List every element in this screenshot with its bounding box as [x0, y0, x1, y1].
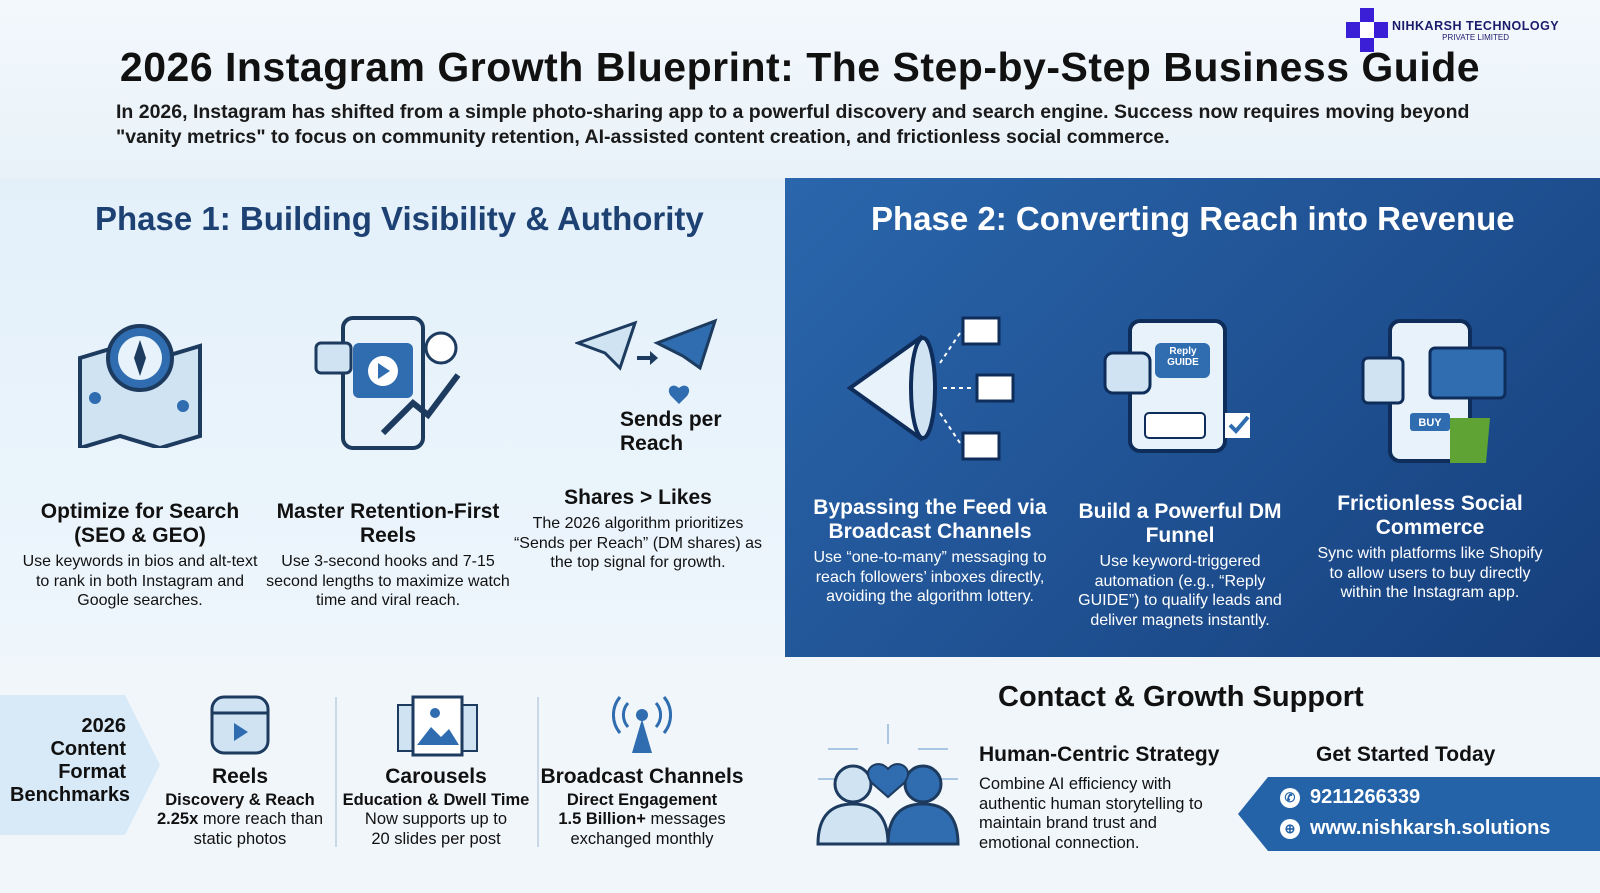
benchmark-text: 1.5 Billion+ messages exchanged monthly [532, 810, 752, 849]
divider [537, 697, 539, 847]
divider [335, 697, 337, 847]
phase1-item: Optimize for Search (SEO & GEO) Use keywo… [15, 500, 265, 611]
benchmark-desc: more reach than static photos [193, 810, 324, 848]
benchmark-text: Now supports up to 20 slides per post [364, 810, 508, 848]
benchmark-stat: 1.5 Billion+ [558, 810, 646, 828]
benchmark-title: Reels [211, 765, 269, 788]
phase2-title: Phase 2: Converting Reach into Revenue [871, 200, 1515, 237]
benchmark-text: 2.25x more reach than static photos [140, 810, 340, 849]
logo-name: NIHKARSH TECHNOLOGY [1392, 18, 1560, 33]
logo-mark-icon [1346, 8, 1388, 52]
item-title: Frictionless Social Commerce [1337, 492, 1523, 539]
contact-title: Contact & Growth Support [998, 681, 1364, 713]
item-text: Use “one-to-many” messaging to reach fol… [813, 549, 1047, 605]
map-compass-icon [78, 324, 202, 448]
benchmarks-tag [0, 695, 160, 835]
phase1-panel: Phase 1: Building Visibility & Authority… [0, 178, 785, 657]
phone-number[interactable]: 9211266339 [1310, 786, 1421, 808]
phase2-panel: Phase 2: Converting Reach into Revenue R… [785, 178, 1600, 657]
item-text: Use 3-second hooks and 7-15 second lengt… [266, 553, 510, 609]
benchmark-sub: Direct Engagement [566, 791, 718, 809]
phase1-title: Phase 1: Building Visibility & Authority [95, 200, 704, 237]
reels-icon [210, 695, 270, 755]
phone-icon: ✆ [1280, 787, 1300, 808]
item-title: Master Retention-First Reels [276, 500, 500, 547]
carousel-icon [397, 695, 478, 757]
item-text: Use keyword-triggered automation (e.g., … [1078, 553, 1282, 629]
item-text: The 2026 algorithm prioritizes “Sends pe… [513, 515, 763, 571]
megaphone-envelopes-icon [846, 316, 1015, 461]
human-centric-text: Combine AI efficiency with authentic hum… [979, 775, 1203, 852]
item-title: Optimize for Search (SEO & GEO) [40, 500, 240, 547]
benchmark-sub: Discovery & Reach [165, 791, 315, 809]
chatbot-phone-icon [1103, 319, 1250, 453]
benchmark-title: Carousels [385, 765, 487, 788]
phone-reels-growth-icon [314, 316, 461, 450]
item-title: Shares > Likes [564, 486, 712, 509]
benchmark-sub: Education & Dwell Time [342, 791, 530, 809]
benchmarks-label: 2026 Content Format Benchmarks [10, 715, 131, 806]
item-text: Use keywords in bios and alt-text to ran… [22, 553, 258, 609]
website-url[interactable]: www.nishkarsh.solutions [1310, 817, 1551, 839]
paper-planes-icon [575, 318, 718, 404]
contact-box: ✆ 9211266339 ⊕ www.nishkarsh.solutions [1238, 777, 1600, 851]
globe-icon: ⊕ [1280, 818, 1300, 839]
phase2-item: Bypassing the Feed via Broadcast Channel… [805, 496, 1055, 607]
buy-label: BUY [1418, 417, 1442, 429]
page-subtitle: In 2026, Instagram has shifted from a si… [116, 101, 1470, 148]
item-title: Bypassing the Feed via Broadcast Channel… [813, 496, 1047, 543]
website-link[interactable]: ⊕ www.nishkarsh.solutions [1280, 817, 1550, 840]
sends-per-reach-label: Sends per Reach [620, 408, 722, 455]
people-heart-icon [816, 724, 960, 846]
reply-guide-label: Reply GUIDE [1167, 346, 1199, 368]
broadcast-antenna-icon [612, 696, 672, 753]
logo-sub: PRIVATE LIMITED [1442, 32, 1509, 42]
phone-link[interactable]: ✆ 9211266339 [1280, 786, 1420, 809]
get-started-title: Get Started Today [1316, 743, 1496, 766]
benchmark-stat: 2.25x [156, 810, 199, 828]
benchmark-title: Broadcast Channels [540, 765, 744, 788]
item-text: Sync with platforms like Shopify to allo… [1317, 545, 1543, 601]
human-centric-title: Human-Centric Strategy [979, 743, 1220, 766]
phone-shopping-icon [1361, 319, 1507, 463]
item-title: Build a Powerful DM Funnel [1078, 500, 1282, 547]
page-title: 2026 Instagram Growth Blueprint: The Ste… [119, 44, 1481, 90]
benchmark-desc: messages exchanged monthly [570, 810, 726, 848]
